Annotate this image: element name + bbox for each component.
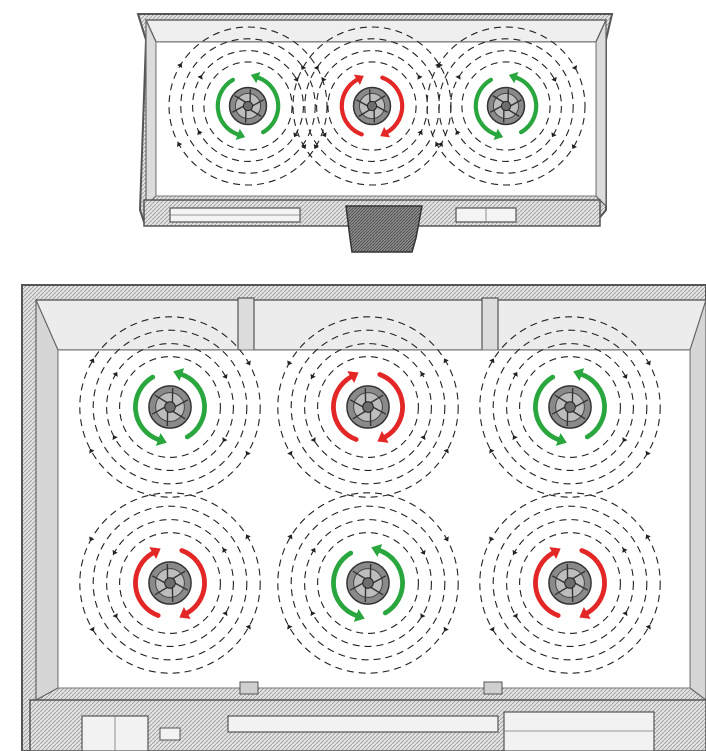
bottom-unit-post-right [482,298,498,356]
fan-center-cap [363,578,374,589]
bottom-unit-center-slot [228,716,498,732]
six-fan-unit [22,285,706,751]
bottom-unit-nub-left [240,682,258,694]
bottom-unit-nub-right [484,682,502,694]
bottom-unit-vent-right [504,712,654,751]
fan-center-cap [165,402,176,413]
bottom-unit-back-wall [36,300,706,350]
fan-center-cap [363,402,374,413]
top-unit-base-connector [346,206,422,252]
three-fan-unit [138,14,612,252]
bottom-unit-left-wall [36,300,58,700]
fan-center-cap [367,101,376,110]
top-unit-right-wall [596,20,606,206]
top-unit-back-wall [146,20,606,42]
bottom-unit-small-slot [160,728,180,740]
fan-center-cap [565,578,576,589]
fan-center-cap [165,578,176,589]
bottom-unit-right-wall [690,300,706,700]
bottom-unit-post-left [238,298,254,356]
fan-center-cap [501,101,510,110]
top-unit-left-wall [146,20,156,206]
fan-center-cap [243,101,252,110]
fan-center-cap [565,402,576,413]
